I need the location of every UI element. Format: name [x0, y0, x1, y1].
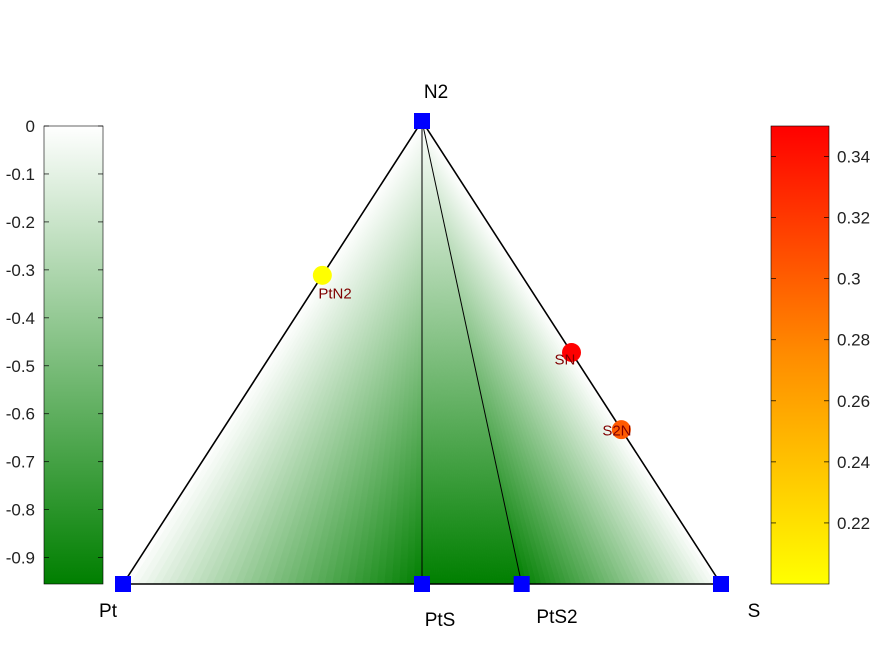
unstable-phase-label: SN [555, 352, 576, 369]
colorbar-tick-label: 0.34 [837, 148, 870, 167]
unstable-phase-marker [611, 420, 631, 440]
colorbar-tick-label: -0.9 [6, 549, 35, 568]
unstable-phase-marker [312, 265, 332, 285]
edge-pt-n2 [122, 120, 423, 585]
stable-phase-marker-pts2 [513, 576, 530, 592]
unstable-phase-label: S2N [602, 423, 631, 440]
colorbar-tick-label: -0.1 [6, 165, 35, 184]
stable-phase-marker-s [713, 576, 729, 592]
phase-label-pts: PtS [425, 610, 456, 631]
instability-colorbar-ticks: 0.22 0.24 0.26 0.28 0.3 0.32 0.34 [771, 148, 870, 533]
stable-phase-marker-pt [115, 576, 131, 592]
stable-phase-marker-pts [414, 576, 430, 592]
stable-phase-marker-n2 [414, 113, 430, 129]
formation-energy-colorbar-bar [43, 125, 104, 585]
instability-colorbar-bar [770, 125, 830, 585]
unstable-phase-ptn2: PtN2 [312, 265, 352, 302]
colorbar-tick-label: -0.6 [6, 405, 35, 424]
colorbar-tick-label: -0.4 [6, 309, 35, 328]
colorbar-tick-label: 0 [26, 117, 35, 136]
colorbar-tick-label: -0.5 [6, 357, 35, 376]
phase-label-pts2: PtS2 [536, 607, 577, 628]
colorbar-tick-label: 0.24 [837, 453, 870, 472]
unstable-phase-marker [562, 343, 581, 362]
colorbar-tick-label: -0.8 [6, 501, 35, 520]
colorbar-tick-label: 0.3 [837, 270, 861, 289]
stable-phase-markers [115, 113, 729, 592]
colorbar-tick-label: -0.3 [6, 261, 35, 280]
region-pts2-s-n2 [421, 120, 722, 585]
formation-energy-colorbar: 0 -0.1 -0.2 -0.3 -0.4 -0.5 -0.6 -0.7 -0.8 -0.9 [6, 117, 104, 585]
instability-colorbar: 0.22 0.24 0.26 0.28 0.3 0.32 0.34 [770, 125, 870, 585]
formation-energy-colorbar-ticks: 0 -0.1 -0.2 -0.3 -0.4 -0.5 -0.6 -0.7 -0.8 -0.9 [6, 117, 103, 568]
unstable-phase-label: PtN2 [318, 285, 351, 302]
unstable-phase-s2n: S2N [602, 420, 632, 440]
colorbar-tick-label: -0.2 [6, 213, 35, 232]
unstable-phase-sn: SN [555, 343, 581, 369]
colorbar-tick-label: -0.7 [6, 453, 35, 472]
phase-label-n2: N2 [424, 82, 448, 103]
triangle-shading [122, 120, 722, 585]
colorbar-tick-label: 0.22 [837, 514, 870, 533]
tie-lines [421, 120, 523, 585]
colorbar-tick-label: 0.28 [837, 331, 870, 350]
phase-label-s: S [748, 601, 761, 622]
colorbar-tick-label: 0.32 [837, 209, 870, 228]
region-pt-pts-n2 [122, 120, 423, 585]
phase-label-pt: Pt [99, 601, 118, 622]
tie-line-pts2-n2 [421, 120, 523, 585]
colorbar-tick-label: 0.26 [837, 392, 870, 411]
